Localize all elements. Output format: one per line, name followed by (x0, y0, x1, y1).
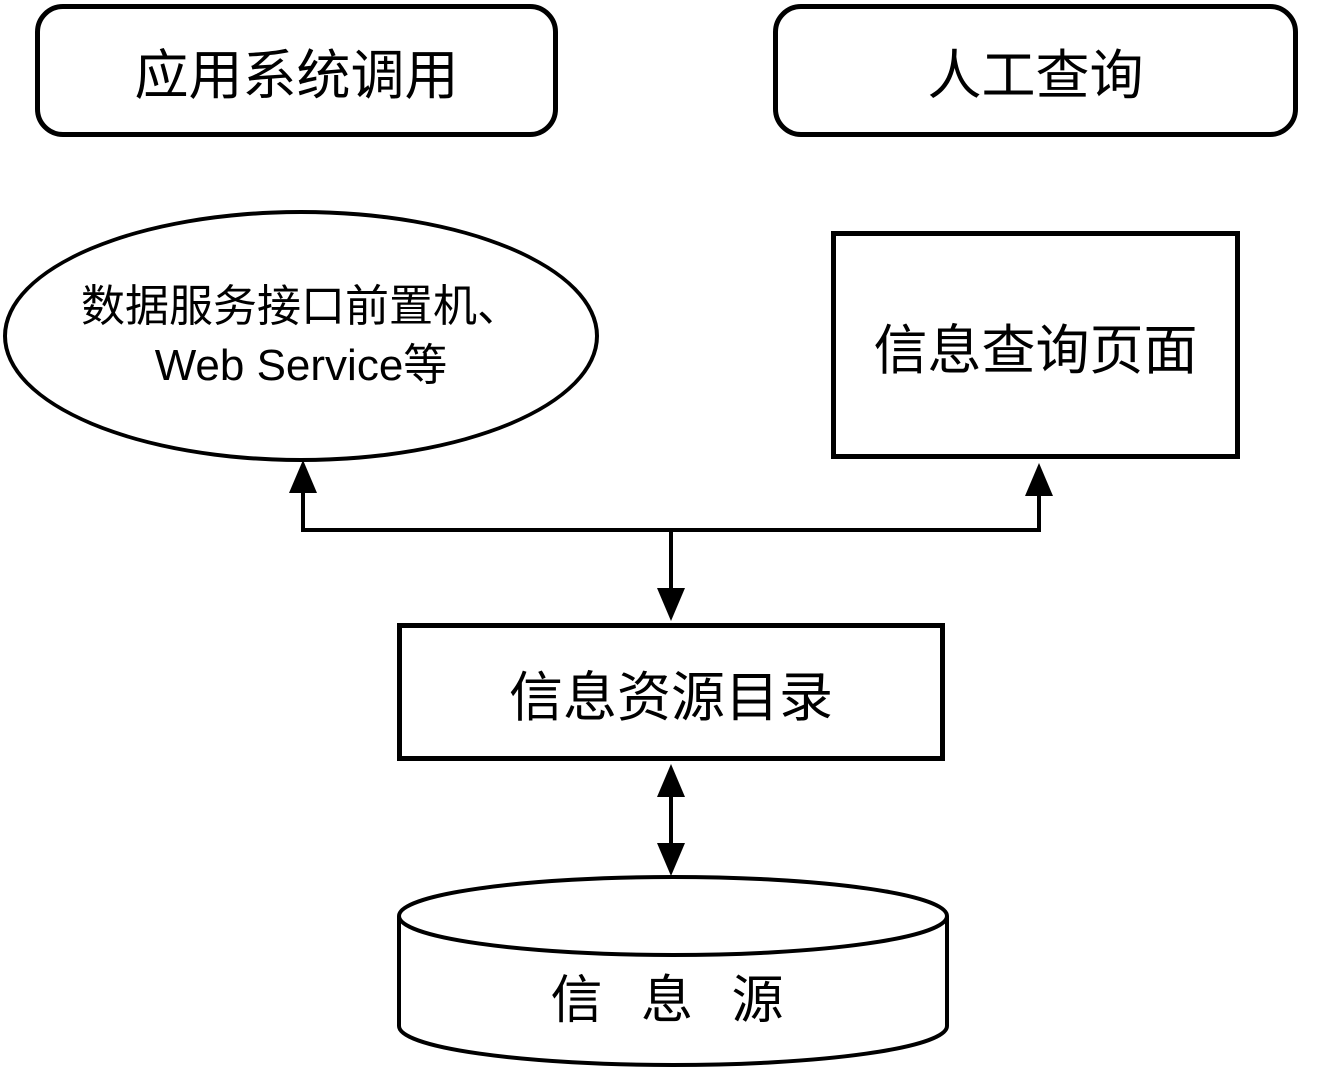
node-query-page-label: 信息查询页面 (873, 320, 1198, 381)
node-manual-query: 人工查询 (773, 4, 1298, 137)
arrowhead-down-to-source (657, 843, 685, 876)
arrowhead-down-to-resource-catalog (657, 588, 685, 621)
node-app-call: 应用系统调用 (35, 4, 558, 137)
node-resource-catalog: 信息资源目录 (397, 623, 945, 761)
arrowhead-up-to-catalog (657, 764, 685, 797)
node-query-page: 信息查询页面 (831, 231, 1240, 459)
node-data-service: 数据服务接口前置机、 Web Service等 (3, 210, 599, 462)
node-manual-query-label: 人工查询 (927, 46, 1144, 106)
node-resource-catalog-label: 信息资源目录 (509, 667, 833, 728)
arrowhead-up-to-query-page (1025, 463, 1053, 496)
cylinder-body (397, 916, 949, 1067)
node-data-service-label-line2: Web Service等 (154, 341, 448, 390)
node-app-call-label: 应用系统调用 (134, 46, 459, 106)
node-data-service-label-line1: 数据服务接口前置机、 (81, 281, 521, 331)
cylinder-top (397, 875, 949, 957)
arrowhead-up-to-data-service (289, 460, 317, 493)
node-info-source-label: 信 息 源 (550, 972, 796, 1030)
